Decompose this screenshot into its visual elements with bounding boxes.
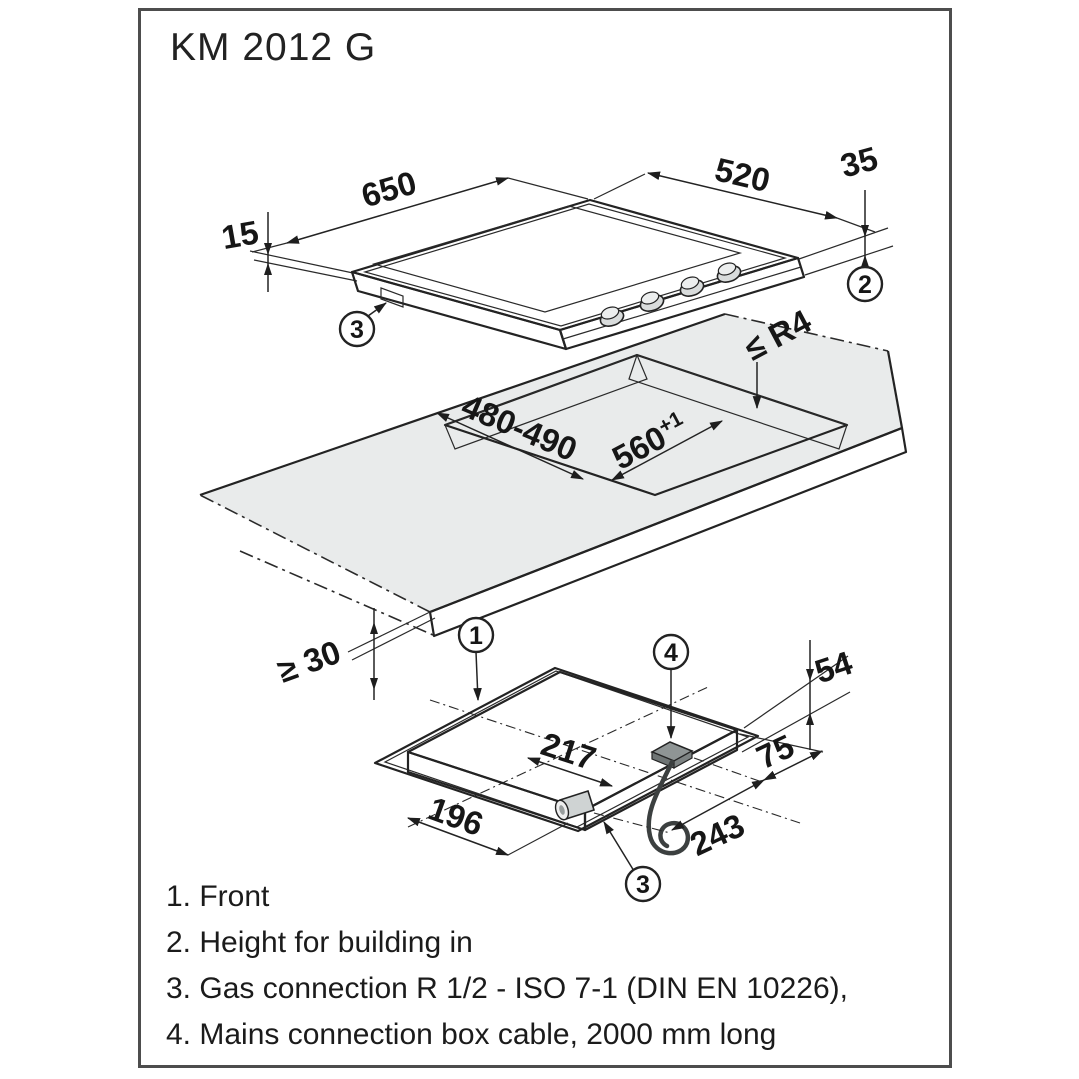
dim-gas-offset-front: 217 [537,725,601,777]
callout-3-bottom-circle [624,865,662,903]
gas-connection-fitting [554,789,596,821]
mains-connection-box [650,741,694,770]
cutout-inner-wall-right [628,354,848,450]
callouts: 2 3 1 4 3 [338,265,884,903]
worktop-cut-line-bottom [239,550,434,636]
legend-item-gas: 3. Gas connection R 1/2 - ISO 7-1 (DIN E… [166,972,848,1005]
callout-4-circle [652,633,690,671]
dim-body-height: 54 [810,644,857,691]
model-title: KM 2012 G [170,26,377,69]
callout-3-top-label: 3 [350,316,364,344]
callout-4-label: 4 [664,639,678,667]
dim-box-offset-depth: 243 [684,806,750,863]
worktop-cut-line-right [724,313,889,352]
legend: 1. Front 2. Height for building in 3. Ga… [166,882,936,1066]
control-knobs [599,262,742,327]
callout-1-label: 1 [469,622,483,650]
worktop-with-cutout [199,312,908,638]
legend-item-mains: 4. Mains connection box cable, 2000 mm l… [166,1018,777,1051]
legend-item-height: 2. Height for building in [166,926,473,959]
worktop-cut-line-left [199,494,431,613]
dim-hob-depth: 520 [712,151,774,199]
callout-1-circle [457,616,495,654]
mains-cable [646,759,691,856]
gas-stub [380,287,404,308]
legend-item-front: 1. Front [166,880,270,913]
underside-dimensions: 217 196 243 75 54 [406,640,857,863]
dim-top-overlap: 15 [219,213,262,256]
dim-bottom-clearance: ≥ 30 [273,633,346,690]
hob-underside-view [373,666,801,856]
callout-2-label: 2 [858,271,872,299]
dim-box-offset-side: 75 [751,727,800,776]
callout-2-circle [846,265,884,303]
clearance-dimension: ≥ 30 [273,608,436,700]
dim-build-height: 35 [837,139,882,184]
callout-3-bottom-label: 3 [636,871,650,899]
callout-3-top-circle [338,310,376,348]
